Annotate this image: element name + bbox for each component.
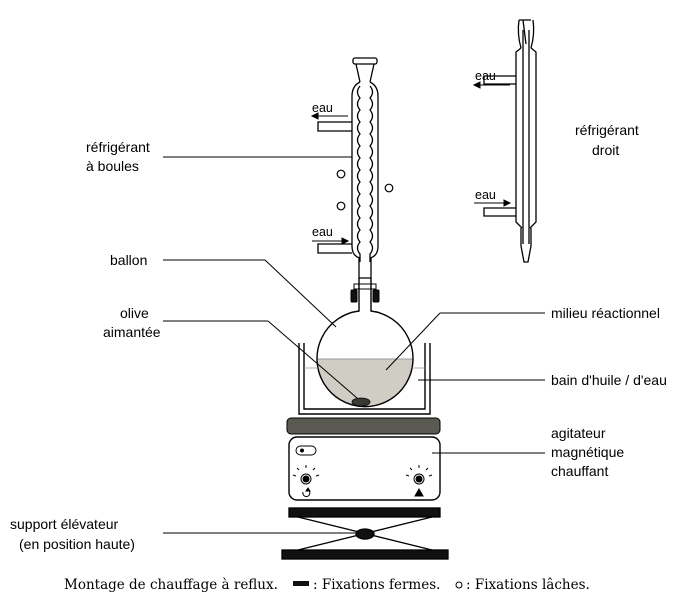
water-arrows-right [472,81,512,207]
caption: Montage de chauffage à reflux. : Fixatio… [64,577,590,593]
label-agitateur-3: chauffant [551,463,608,479]
power-switch [295,445,317,456]
lab-jack [281,507,449,560]
eau-label-out-right: eau [475,69,496,83]
hotplate-top [286,417,441,435]
stir-knob [292,465,320,498]
label-refrigerant-boules-2: à boules [86,158,139,174]
eau-label-out-left: eau [312,101,333,115]
water-arrows-left [310,112,350,245]
label-refrigerant-droit-1: réfrigérant [575,122,639,138]
label-milieu: milieu réactionnel [551,305,660,321]
leader-lines [163,156,545,534]
stir-bar [351,397,371,407]
caption-part-1: Montage de chauffage à reflux. [64,577,278,593]
label-refrigerant-droit-2: droit [592,142,619,158]
firm-fixation-swatch [293,581,309,586]
label-ballon: ballon [110,252,147,268]
caption-part-2: : Fixations fermes. [313,577,440,593]
label-support-2: (en position haute) [19,536,135,552]
eau-label-in-left: eau [312,225,333,239]
label-refrigerant-boules-1: réfrigérant [86,139,150,155]
hotplate-body [288,436,441,501]
caption-part-3: : Fixations lâches. [466,577,590,593]
bath [298,343,431,415]
label-agitateur-1: agitateur [551,425,606,441]
loose-fixation-swatch [455,581,463,589]
label-bain: bain d'huile / d'eau [551,372,667,388]
label-agitateur-2: magnétique [551,444,624,460]
label-olive-1: olive [120,305,149,321]
ball-condenser [317,57,379,279]
heat-knob [405,465,433,497]
label-support-1: support élévateur [10,516,119,532]
round-flask [316,278,414,408]
loose-fixation-markers [336,169,394,211]
eau-label-in-right: eau [475,188,496,202]
firm-clamp [350,283,380,303]
label-olive-2: aimantée [103,324,161,340]
straight-condenser [483,19,537,263]
